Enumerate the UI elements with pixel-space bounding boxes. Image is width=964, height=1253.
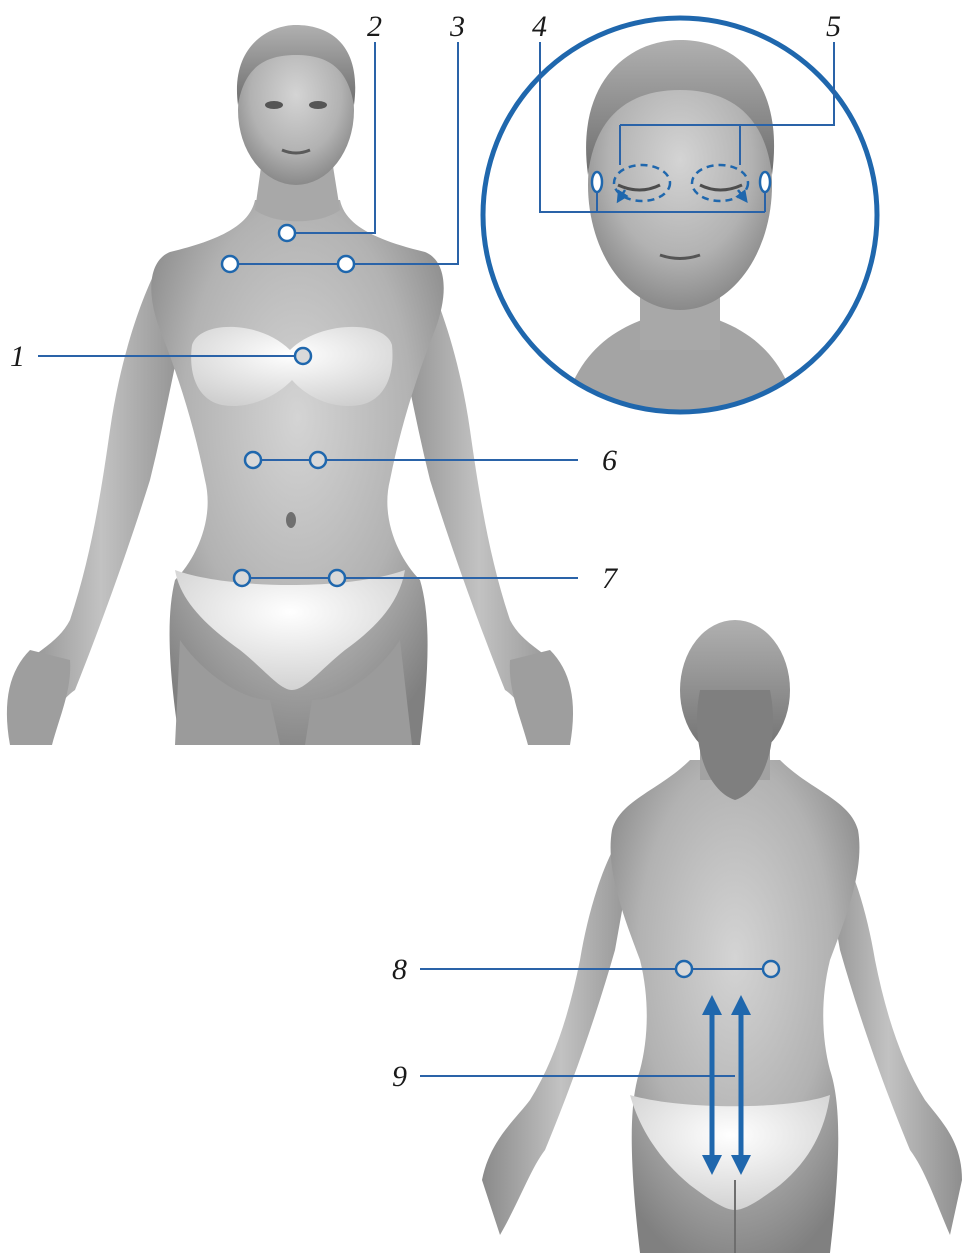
label-6: 6 [602, 444, 617, 477]
front-right-hand [510, 650, 573, 745]
point-8-lumbar-right [763, 961, 779, 977]
point-1-sternum [295, 348, 311, 364]
point-3-clavicle-left [222, 256, 238, 272]
label-2: 2 [367, 10, 382, 43]
front-figure [7, 25, 573, 745]
front-eye-right [309, 101, 327, 109]
temple-point-left [592, 172, 602, 192]
point-3-clavicle-right [338, 256, 354, 272]
point-2-jugular [279, 225, 295, 241]
front-navel [286, 512, 296, 528]
point-7-groin-right [329, 570, 345, 586]
label-9: 9 [392, 1060, 407, 1093]
face-inset [483, 18, 877, 430]
label-5: 5 [826, 10, 841, 43]
label-4: 4 [532, 10, 547, 43]
temple-point-right [760, 172, 770, 192]
point-8-lumbar-left [676, 961, 692, 977]
label-8: 8 [392, 953, 407, 986]
front-left-hand [7, 650, 70, 745]
point-6-abdomen-right [310, 452, 326, 468]
label-3: 3 [449, 10, 465, 43]
front-eye-left [265, 101, 283, 109]
label-1: 1 [10, 340, 25, 373]
point-6-abdomen-left [245, 452, 261, 468]
label-7: 7 [602, 562, 619, 595]
point-7-groin-left [234, 570, 250, 586]
